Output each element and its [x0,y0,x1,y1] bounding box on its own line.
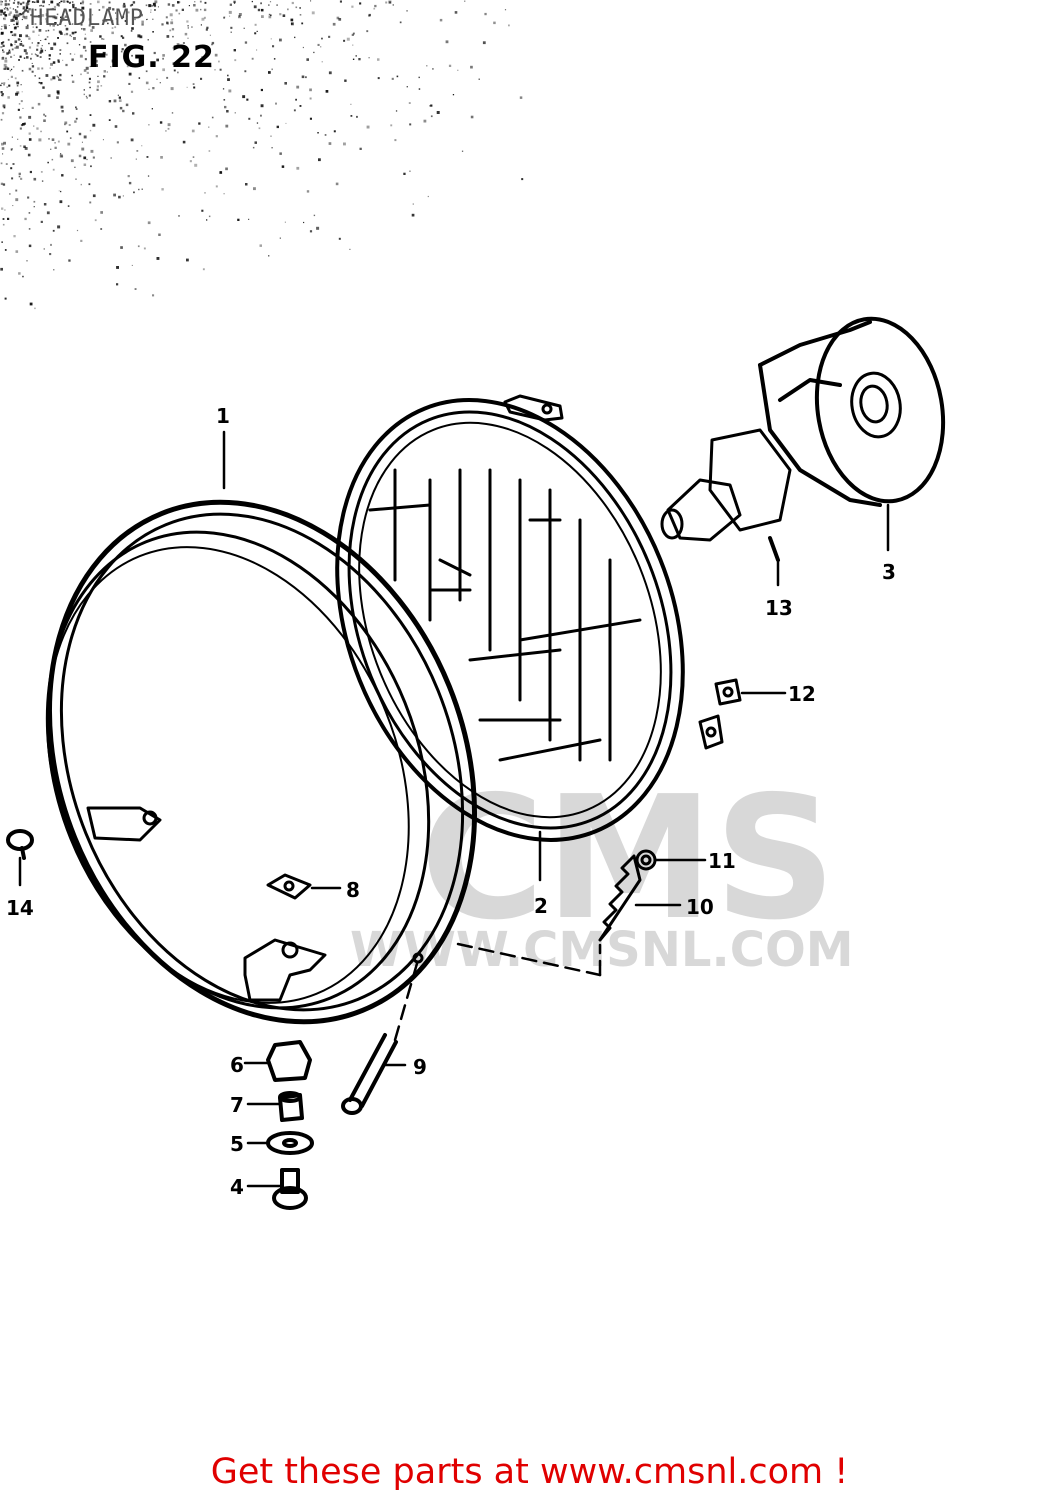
callout-5[interactable]: 5 [230,1132,244,1156]
bolt-4 [272,1168,308,1210]
callout-9[interactable]: 9 [413,1055,427,1079]
exploded-view-drawing [6,316,946,1210]
spring [598,854,642,942]
callout-6[interactable]: 6 [230,1053,244,1077]
footer-cta-link[interactable]: Get these parts at www.cmsnl.com ! [210,1452,849,1492]
callout-12[interactable]: 12 [788,682,816,706]
callout-4[interactable]: 4 [230,1175,244,1199]
headlamp-unit [335,394,724,842]
nut-11 [635,849,657,871]
scan-noise [0,0,524,310]
nut-12 [714,678,742,706]
callout-8[interactable]: 8 [346,878,360,902]
footer-cta[interactable]: Get these parts at www.cmsnl.com ! [0,1452,1059,1492]
callout-14[interactable]: 14 [6,896,34,920]
callout-7[interactable]: 7 [230,1093,244,1117]
callout-1[interactable]: 1 [216,404,230,428]
nut-8 [266,873,312,900]
callout-3[interactable]: 3 [882,560,896,584]
spacer-7 [278,1091,304,1122]
headlamp-housing [45,499,478,1025]
callout-11[interactable]: 11 [708,849,736,873]
leader-lines [18,430,890,1188]
bulb [660,428,792,562]
socket-cover [758,316,946,507]
callout-10[interactable]: 10 [686,895,714,919]
washer-5 [266,1131,314,1155]
screw-9 [341,1033,398,1115]
section-title: HEADLAMP [30,6,144,31]
callout-2[interactable]: 2 [534,894,548,918]
screw-14 [6,829,34,860]
callout-13[interactable]: 13 [765,596,793,620]
figure-title: FIG. 22 [88,40,215,75]
cushion-6 [266,1040,312,1082]
